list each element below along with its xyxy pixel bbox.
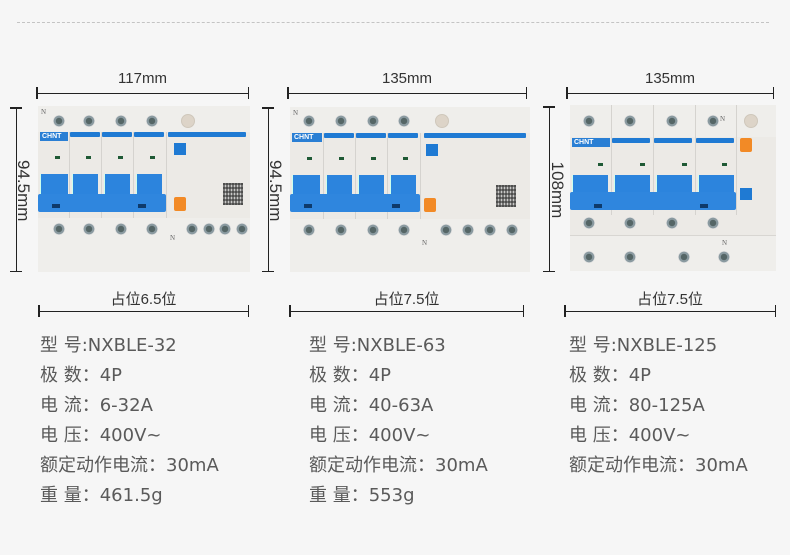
test-button-icon [424,198,436,212]
test-button-icon [740,138,752,152]
width-dimension-line [566,87,774,99]
spec-rated-residual-current: 额定动作电流：30mA [40,455,219,476]
spec-weight: 重 量：461.5g [40,485,163,506]
spec-list: 型 号:NXBLE-125 极 数：4P 电 流：80-125A 电 压：400… [569,331,748,481]
breaker-image: N CHNT N [570,105,776,271]
spec-list: 型 号:NXBLE-63 极 数：4P 电 流：40-63A 电 压：400V~… [309,331,488,511]
height-dimension-label: 108mm [548,161,567,219]
width-dimension-label: 135mm [644,70,696,87]
slot-dimension-line [38,305,249,317]
height-dimension-line [10,107,22,272]
spec-voltage: 电 压：400V~ [40,425,162,446]
chnt-logo: CHNT [40,132,68,141]
spec-weight: 重 量：553g [309,485,415,506]
width-dimension-label: 117mm [118,70,167,87]
width-dimension-label: 135mm [381,70,433,87]
spec-current: 电 流：80-125A [569,395,705,416]
height-dimension-label: 94.5mm [266,160,285,222]
spec-poles: 极 数：4P [40,365,123,386]
slot-width-label: 占位6.5位 [110,291,177,308]
spec-current: 电 流：6-32A [40,395,153,416]
height-dimension-line [543,106,555,272]
spec-rated-residual-current: 额定动作电流：30mA [569,455,748,476]
breaker-image: N CHNT N [38,106,250,272]
slot-width-label: 占位7.5位 [373,291,440,308]
spec-poles: 极 数：4P [309,365,392,386]
slot-dimension-line [564,305,776,317]
chnt-logo: CHNT [572,138,610,147]
width-dimension-line [36,87,249,99]
spec-current: 电 流：40-63A [309,395,434,416]
test-button-icon [174,197,186,211]
spec-model: 型 号:NXBLE-32 [40,335,177,356]
slot-width-label: 占位7.5位 [637,291,703,308]
height-dimension-label: 94.5mm [14,160,33,222]
width-dimension-line [287,87,527,99]
height-dimension-line [262,107,274,272]
spec-list: 型 号:NXBLE-32 极 数：4P 电 流：6-32A 电 压：400V~ … [40,331,219,511]
spec-poles: 极 数：4P [569,365,652,386]
top-dashed-divider [17,22,769,23]
spec-rated-residual-current: 额定动作电流：30mA [309,455,488,476]
slot-dimension-line [289,305,524,317]
spec-model: 型 号:NXBLE-125 [569,335,718,356]
breaker-image: N CHNT N [290,107,530,272]
spec-model: 型 号:NXBLE-63 [309,335,446,356]
chnt-logo: CHNT [292,133,322,142]
spec-voltage: 电 压：400V~ [309,425,431,446]
spec-voltage: 电 压：400V~ [569,425,691,446]
